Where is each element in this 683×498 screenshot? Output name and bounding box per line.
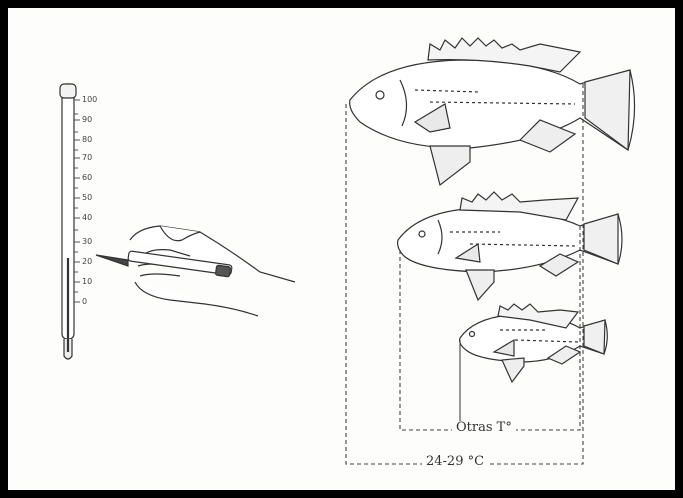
scale-label-90: 90 [82,116,92,124]
thermometer [60,84,76,359]
scale-label-100: 100 [82,96,97,104]
thermometer-ticks [74,100,80,302]
optimal-range-label: 24-29 °C [422,455,488,468]
scale-label-10: 10 [82,278,92,286]
scale-label-80: 80 [82,136,92,144]
fish-small [460,304,608,382]
other-temperatures-label: Otras T° [452,421,516,434]
hand-with-pen [96,226,295,316]
scale-label-0: 0 [82,298,87,306]
scale-label-20: 20 [82,258,92,266]
scale-label-50: 50 [82,194,92,202]
scale-label-60: 60 [82,174,92,182]
fish-medium [398,192,622,300]
scale-label-30: 30 [82,238,92,246]
scale-label-40: 40 [82,214,92,222]
fish-large [350,38,635,185]
scale-label-70: 70 [82,154,92,162]
